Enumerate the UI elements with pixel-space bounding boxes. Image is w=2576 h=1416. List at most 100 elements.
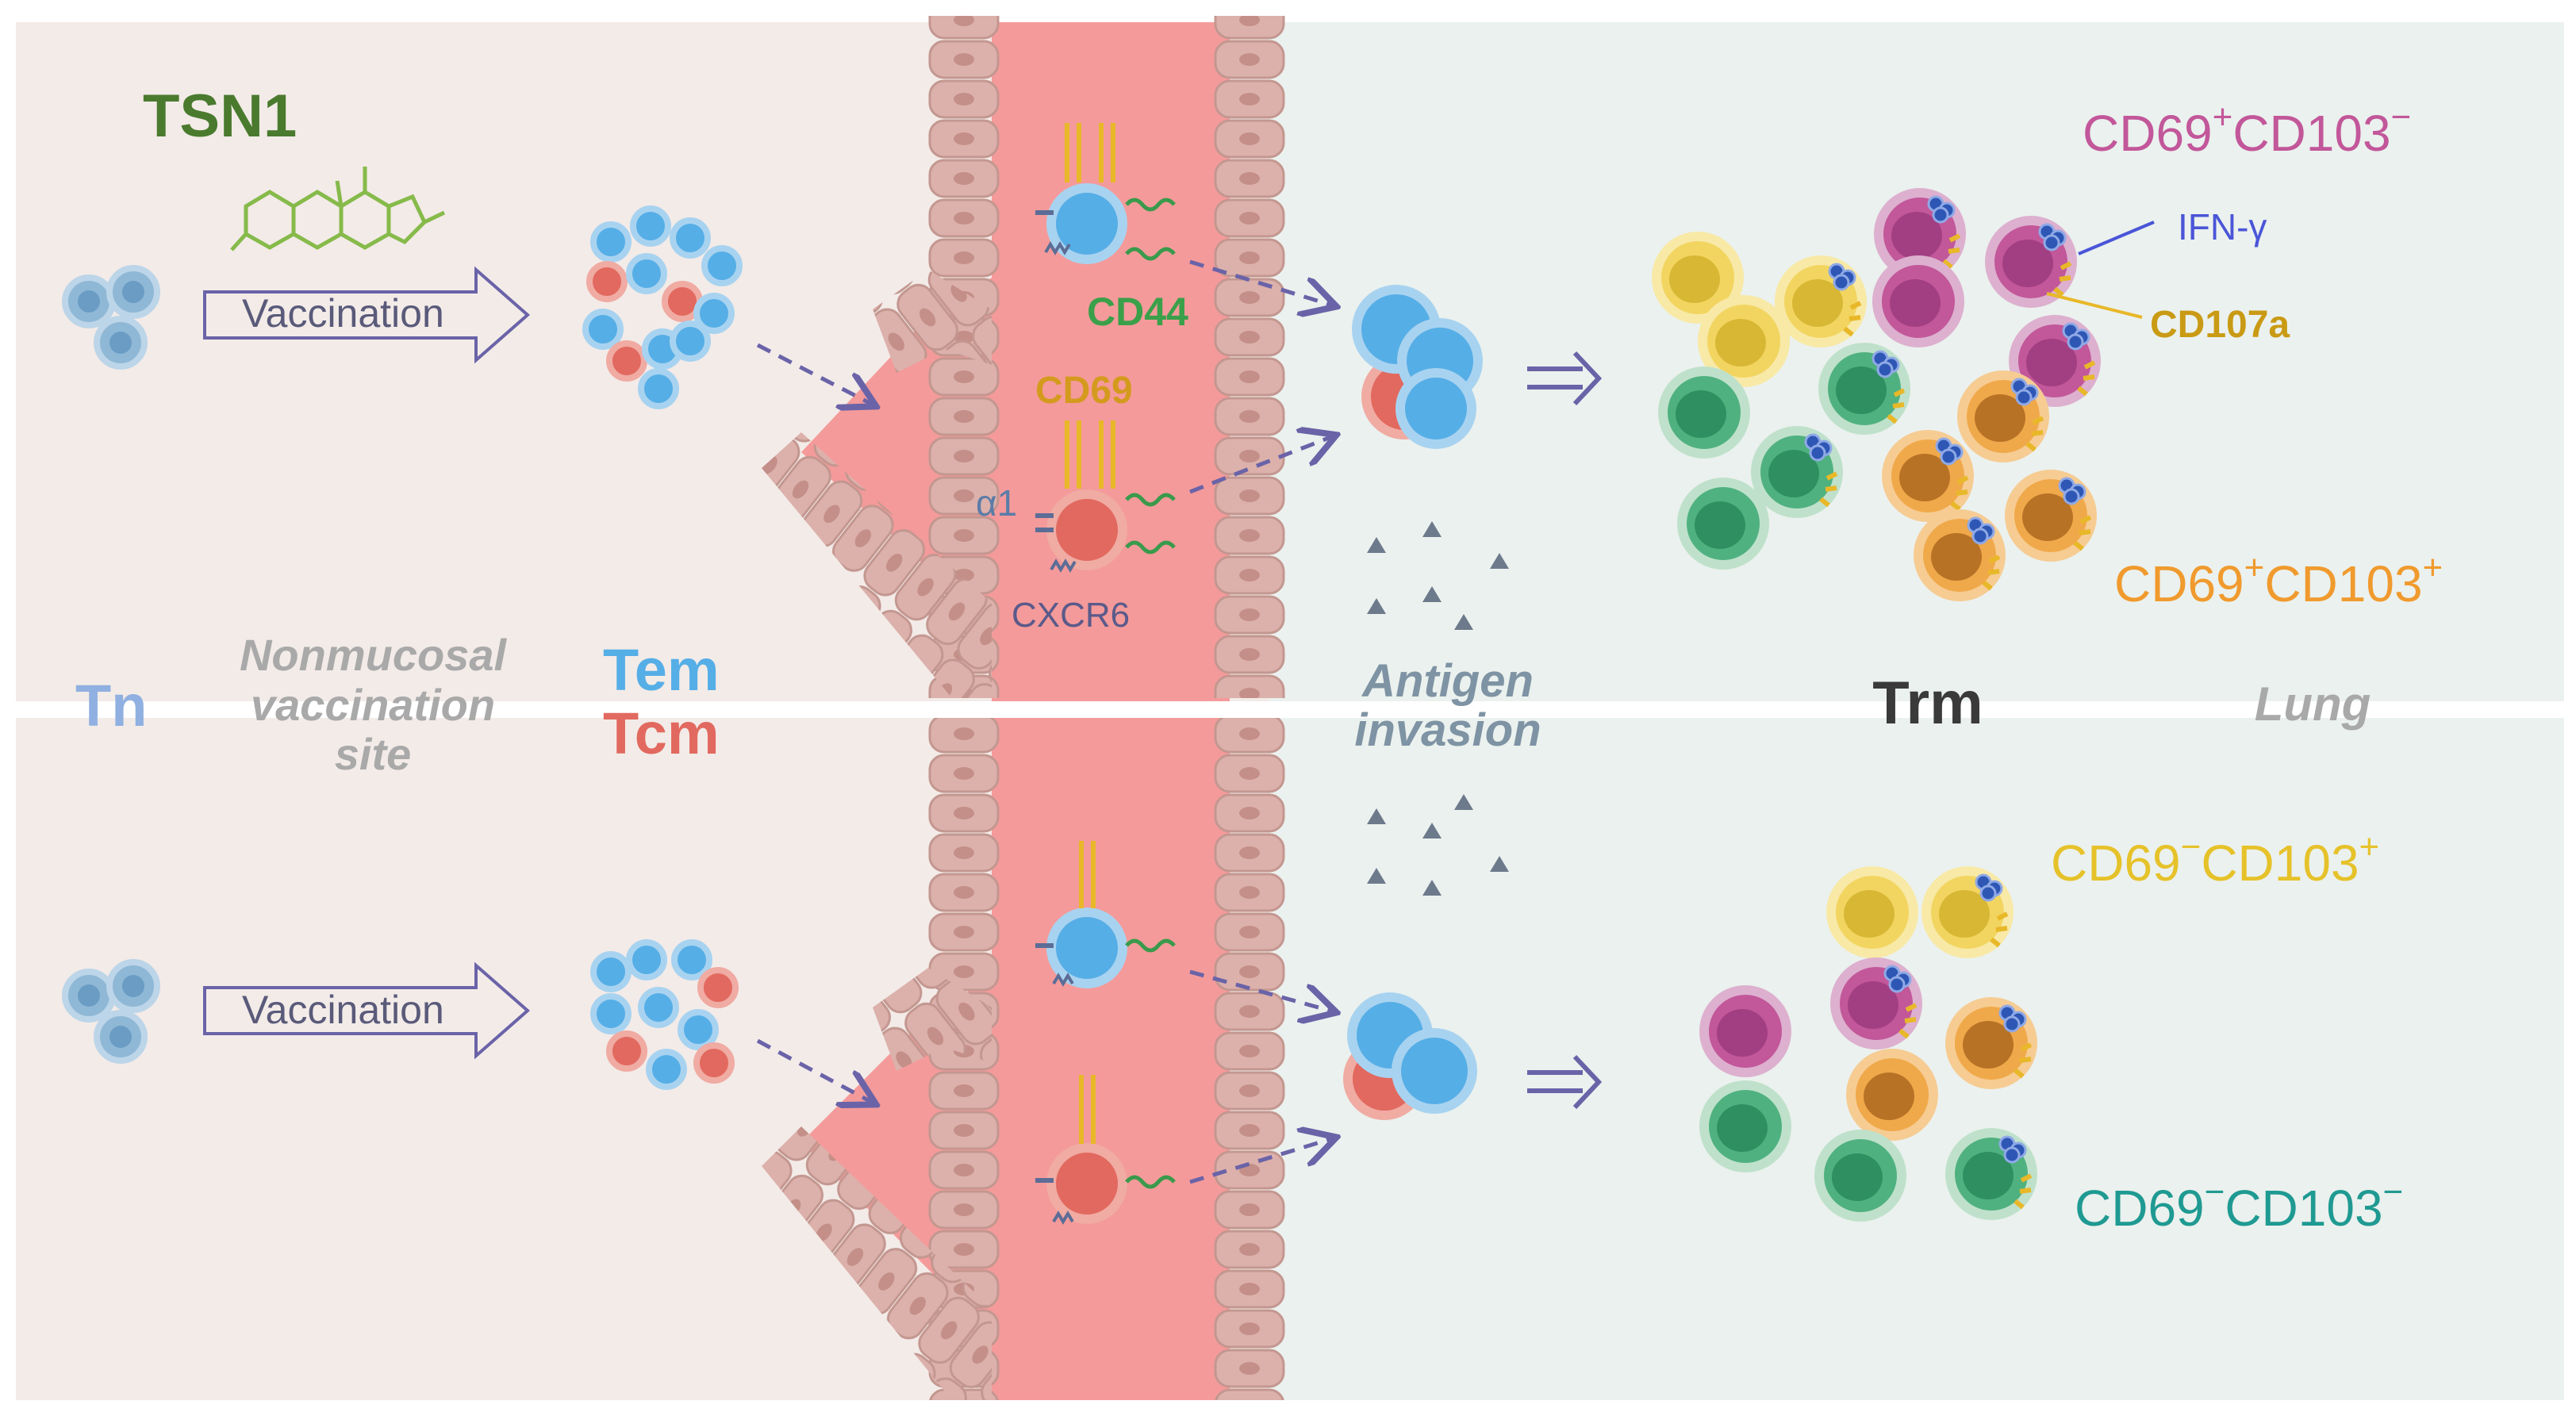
memory-t-cell xyxy=(590,221,632,263)
memory-t-cell xyxy=(626,939,667,980)
cxcr6-label: CXCR6 xyxy=(1012,596,1130,635)
trm-cell xyxy=(1914,509,2006,601)
memory-t-cell xyxy=(626,253,667,294)
antigen-particles-bottom xyxy=(1367,794,1509,896)
trm-cell xyxy=(1751,426,1843,518)
antigen-triangle xyxy=(1490,553,1509,569)
ifn-gamma-label: IFN-γ xyxy=(2178,206,2267,248)
vessel-wall-right-top xyxy=(1214,16,1285,698)
trm-cell xyxy=(1945,1128,2037,1220)
trm-cell xyxy=(1830,957,1922,1050)
tem-cell-in-vessel-top xyxy=(1035,123,1176,264)
trm-cell xyxy=(1652,232,1744,324)
phenotype-cd69neg-cd103neg: CD69−CD103− xyxy=(2075,1172,2403,1237)
trm-cell xyxy=(1677,478,1769,570)
vaccination-label-bottom: Vaccination xyxy=(242,988,444,1032)
antigen-triangle xyxy=(1454,794,1473,810)
antigen-triangle xyxy=(1367,537,1386,553)
effector-memory-cell-cluster-bottom xyxy=(590,939,739,1090)
antigen-triangle xyxy=(1367,808,1386,824)
memory-t-cell xyxy=(697,967,739,1008)
vaccination-arrow-bottom xyxy=(203,961,531,1060)
memory-t-cell xyxy=(582,309,624,350)
branch-wall-lower-bottom xyxy=(762,1126,992,1400)
memory-t-cell xyxy=(693,293,735,334)
site-label-line3: site xyxy=(335,729,412,779)
tem-label: Tem xyxy=(603,637,720,703)
branch-wall-upper-bottom xyxy=(873,968,992,1071)
dashed-arrow-to-vessel-bottom xyxy=(756,1038,873,1103)
site-label-line2: vaccination xyxy=(251,680,495,730)
antigen-triangle xyxy=(1367,598,1386,614)
memory-t-cell xyxy=(646,1049,687,1090)
phenotype-cd69neg-cd103pos: CD69−CD103+ xyxy=(2051,827,2379,892)
tcm-cell-in-vessel-bottom xyxy=(1035,1075,1176,1225)
dashed-arrow-exit-2-bottom xyxy=(1189,1138,1333,1184)
antigen-triangle xyxy=(1422,823,1442,838)
ifn-gamma-pointer xyxy=(2078,221,2155,255)
vaccination-label-top: Vaccination xyxy=(242,291,444,336)
memory-t-cell xyxy=(590,993,632,1034)
tcm-cell-in-vessel-top xyxy=(1035,420,1176,573)
cd44-label: CD44 xyxy=(1087,290,1188,334)
panel-divider xyxy=(16,701,2564,717)
antigen-particles-top xyxy=(1367,521,1509,630)
memory-t-cell xyxy=(590,951,632,992)
antigen-label-line2: invasion xyxy=(1354,704,1541,756)
phenotype-cd69pos-cd103neg: CD69+CD103− xyxy=(2083,98,2411,162)
double-arrow-top xyxy=(1527,351,1603,406)
vessel-wall-right-bottom xyxy=(1214,718,1285,1400)
trm-cell xyxy=(1699,1080,1791,1172)
double-arrow-bottom xyxy=(1527,1054,1603,1110)
trm-cell-cluster-bottom xyxy=(1699,866,2037,1222)
trm-cell xyxy=(1957,370,2049,462)
memory-t-cell xyxy=(586,261,628,302)
memory-t-cell xyxy=(693,1042,735,1084)
naive-t-cells-top xyxy=(62,265,160,370)
cd69-label: CD69 xyxy=(1035,370,1133,412)
migrated-memory-cells-top xyxy=(1352,285,1483,449)
trm-cell xyxy=(1945,997,2037,1089)
trm-label: Trm xyxy=(1872,670,1983,737)
dashed-arrow-exit-2-top xyxy=(1189,436,1333,494)
blood-vessel-lumen-bottom xyxy=(992,718,1230,1400)
memory-t-cell xyxy=(701,245,743,286)
naive-t-cells-bottom xyxy=(62,959,160,1064)
trm-cell xyxy=(1874,188,1966,280)
top-right-panel xyxy=(1269,22,2564,704)
site-label-line1: Nonmucosal xyxy=(240,630,507,680)
antigen-triangle xyxy=(1422,880,1442,896)
memory-t-cell xyxy=(638,987,679,1028)
tsn1-molecule-icon xyxy=(230,167,446,251)
antigen-label-line1: Antigen xyxy=(1361,655,1534,707)
antigen-triangle xyxy=(1422,586,1442,602)
memory-t-cell xyxy=(630,205,671,247)
trm-cell xyxy=(1985,216,2077,308)
branch-wall-lower-top xyxy=(762,432,992,698)
memory-t-cell xyxy=(670,217,711,259)
memory-t-cell xyxy=(606,1030,647,1072)
memory-t-cell xyxy=(671,939,712,980)
antigen-triangle xyxy=(1422,521,1442,537)
antigen-triangle xyxy=(1454,614,1473,630)
alpha1-label: α1 xyxy=(976,482,1017,524)
memory-t-cell xyxy=(638,368,679,409)
trm-cell xyxy=(1698,295,1790,387)
cd107a-label: CD107a xyxy=(2150,304,2290,346)
dashed-arrow-exit-1-bottom xyxy=(1189,969,1333,1011)
dashed-arrow-exit-1-top xyxy=(1189,259,1333,305)
trm-cell xyxy=(1699,985,1791,1077)
trm-cell xyxy=(1846,1049,1938,1141)
effector-memory-cell-cluster-top xyxy=(582,205,743,409)
trm-cell xyxy=(1921,866,2014,958)
branch-wall-upper-top xyxy=(873,270,992,373)
memory-t-cell xyxy=(678,1009,719,1050)
trm-cell xyxy=(1882,430,1974,522)
drug-label: TSN1 xyxy=(143,83,297,150)
memory-t-cell xyxy=(606,340,647,382)
antigen-triangle xyxy=(1367,868,1386,884)
antigen-triangle xyxy=(1490,856,1509,872)
vaccination-arrow-top xyxy=(203,266,531,364)
lung-label: Lung xyxy=(2255,677,2371,731)
